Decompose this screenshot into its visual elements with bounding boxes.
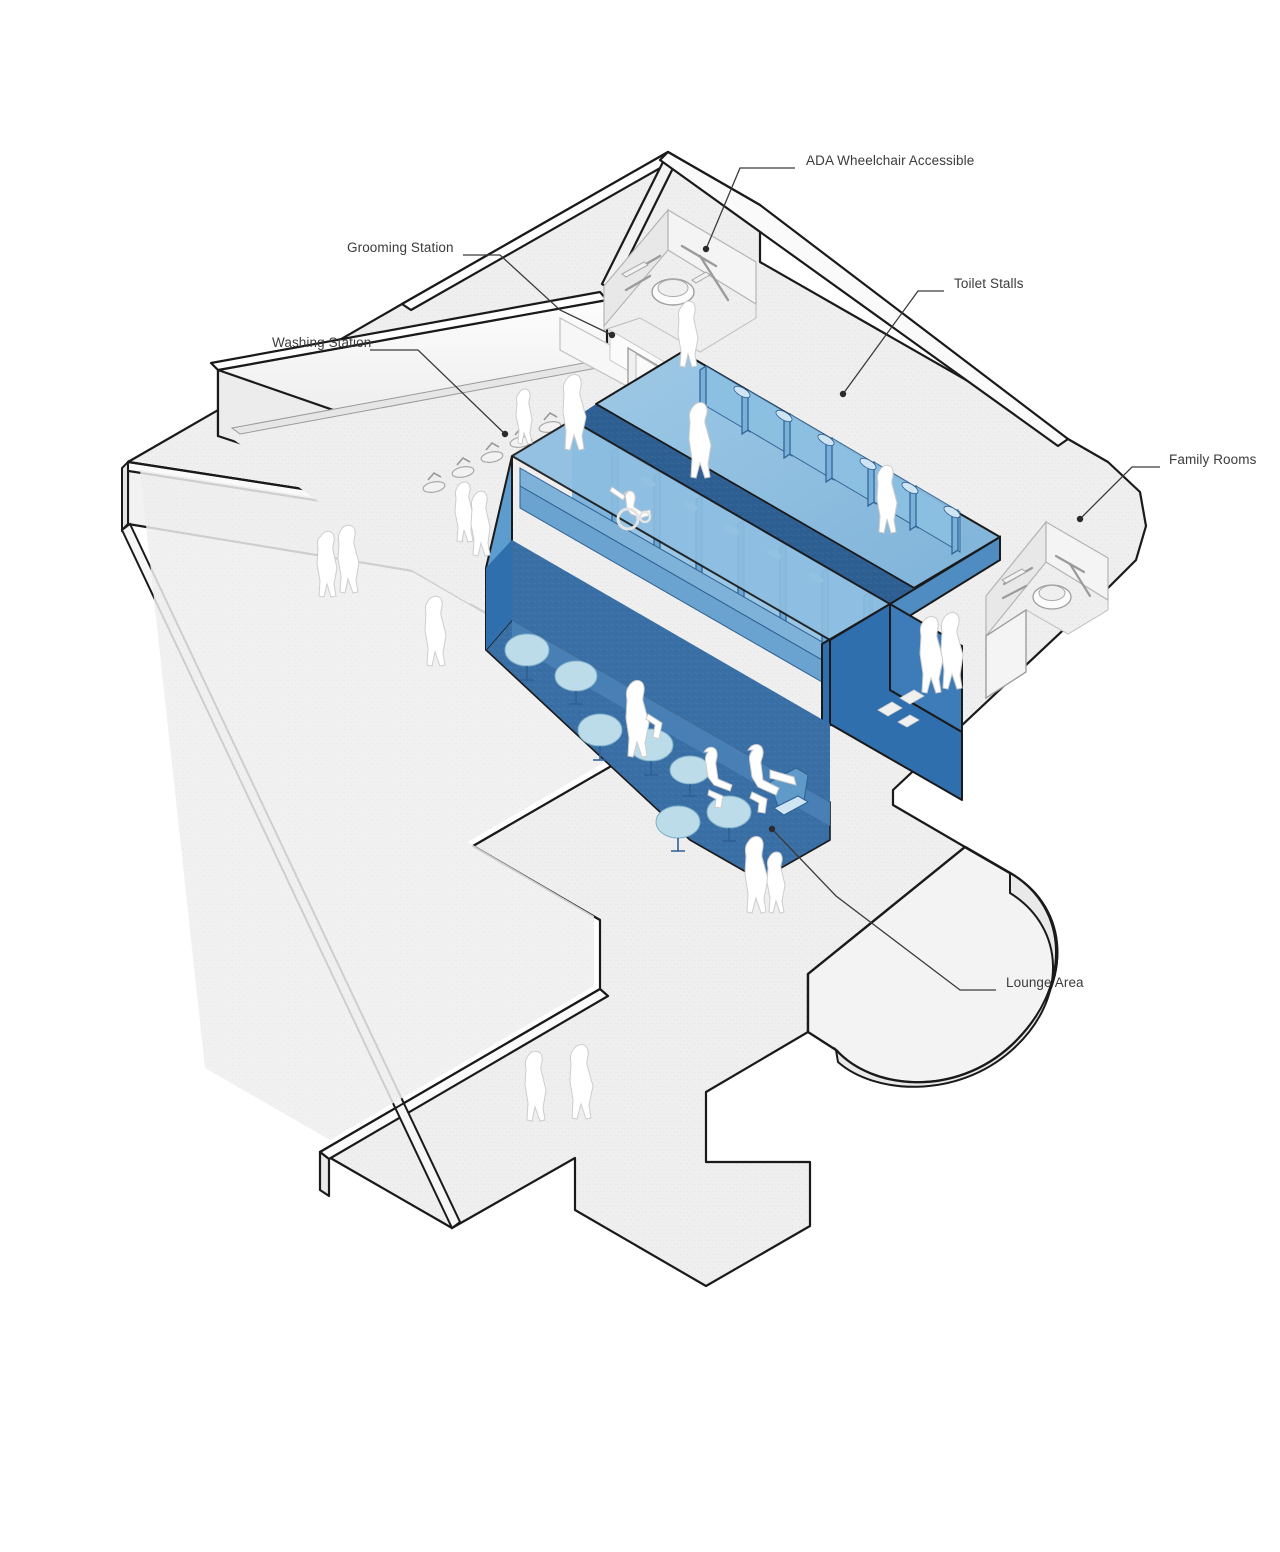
figure-wheelchair: [609, 486, 652, 531]
figure-in-stall-row: [876, 464, 898, 534]
figure-bag: [645, 713, 663, 740]
toilet-fixture: [733, 385, 961, 519]
leader-line-lounge: [771, 828, 996, 991]
anchor-dot-washing: [501, 430, 509, 438]
callout-leaders: [370, 167, 1160, 991]
human-figures: [316, 300, 964, 1122]
figure-small: [515, 388, 533, 445]
anchor-dot-grooming: [608, 331, 616, 339]
curved-wall-lobe: [806, 845, 1059, 1088]
leader-line-ada: [705, 167, 795, 250]
anchor-dot-family: [1076, 515, 1084, 523]
callout-label-lounge: Lounge Area: [1006, 975, 1084, 990]
leader-line-stalls: [842, 290, 944, 395]
callout-label-ada: ADA Wheelchair Accessible: [806, 153, 975, 168]
figure-group-washing: [454, 481, 491, 557]
wall-fixture: [877, 689, 925, 728]
stall-row-south: [511, 419, 891, 691]
figure-pair-east: [919, 612, 964, 694]
figure-in-corridor: [688, 402, 712, 479]
ada-restroom: [603, 208, 757, 353]
anchor-dot-ada: [702, 245, 710, 253]
leader-line-grooming: [463, 254, 613, 336]
sink-row: [422, 421, 562, 493]
figure-seated-1: [703, 746, 733, 809]
figure-pair-walking: [316, 524, 360, 598]
callout-label-family: Family Rooms: [1169, 452, 1257, 467]
leader-line-washing: [370, 349, 506, 435]
callout-label-stalls: Toilet Stalls: [954, 276, 1024, 291]
family-room: [985, 520, 1109, 700]
leader-line-family: [1079, 466, 1160, 520]
toilet-fixture: [651, 271, 711, 306]
toilet-fixture: [1032, 584, 1072, 610]
figure-in-ada-room: [677, 300, 699, 368]
figure-reclined: [769, 769, 797, 786]
callout-label-grooming: Grooming Station: [347, 240, 454, 255]
figure-standing: [424, 595, 447, 667]
anchor-dot-lounge: [768, 825, 776, 833]
perimeter-walls: [120, 150, 1070, 1198]
figure-lounge-walking: [625, 680, 650, 758]
anchor-dot-stalls: [839, 390, 847, 398]
figure-pair-lower: [524, 1044, 594, 1122]
figure-family: [744, 836, 786, 914]
figure-standing: [562, 374, 587, 451]
callout-anchor-dots: [501, 245, 1084, 833]
figure-seated-2: [747, 744, 780, 814]
callout-label-washing: Washing Station: [272, 335, 372, 350]
